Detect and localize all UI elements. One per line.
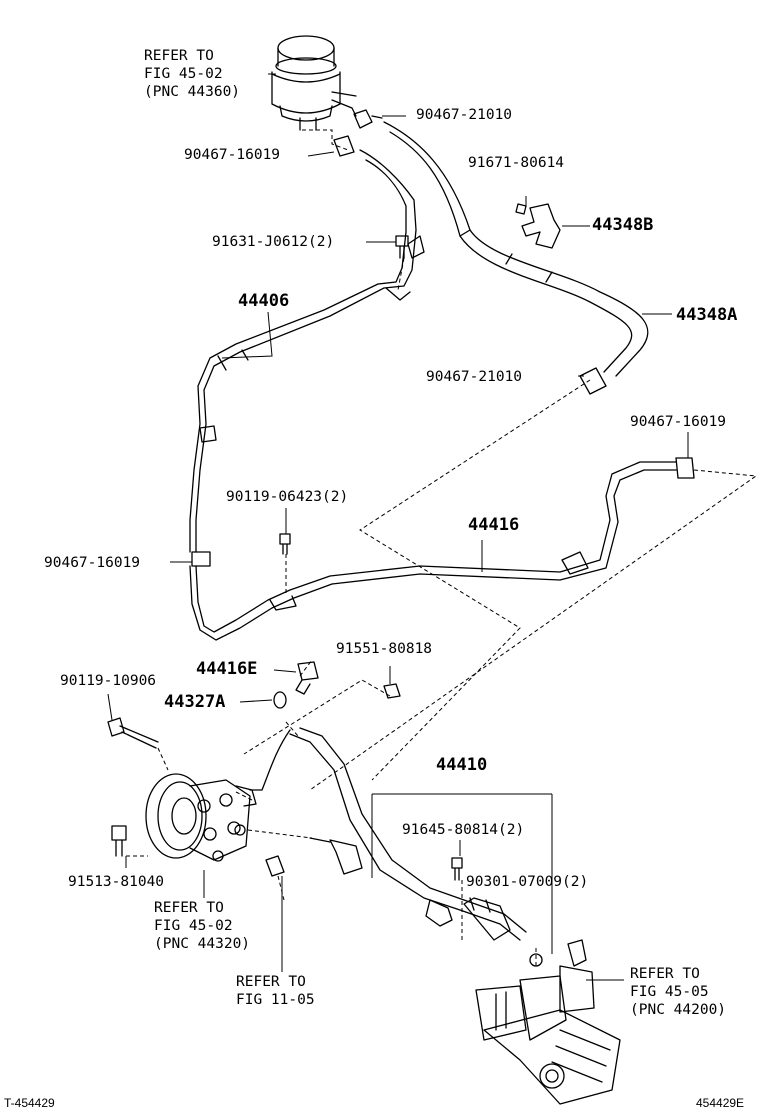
- bolt-91551-80818: [383, 683, 401, 699]
- ref-pump-line1: REFER TO: [154, 900, 224, 916]
- ref-reservoir-line3: (PNC 44360): [144, 84, 241, 100]
- bolt-91645-80814: [451, 857, 463, 881]
- ref-pump-line3: (PNC 44320): [154, 936, 251, 952]
- illustration-id-right: 454429E: [696, 1096, 745, 1110]
- part-label-90301-07009: 90301-07009(2): [466, 874, 589, 890]
- bolt-91631-J0612: [395, 235, 409, 259]
- part-label-44410: 44410: [436, 755, 488, 775]
- part-label-91551-80818: 91551-80818: [336, 641, 433, 657]
- power-steering-pump: [145, 773, 257, 862]
- part-label-44327A: 44327A: [164, 692, 226, 712]
- part-label-44416: 44416: [468, 515, 520, 535]
- part-label-44416E: 44416E: [196, 659, 258, 679]
- ref-reservoir-line1: REFER TO: [144, 48, 214, 64]
- steering-gear: [475, 939, 621, 1105]
- clamp-90467-16019-top: [333, 135, 355, 157]
- part-label-91631-J0612: 91631-J0612(2): [212, 234, 335, 250]
- part-label-90467-21010-top: 90467-21010: [416, 107, 513, 123]
- gasket-44327A: [273, 691, 287, 709]
- part-label-90119-10906: 90119-10906: [60, 673, 157, 689]
- ref-gear-line2: FIG 45-05: [630, 984, 709, 1000]
- part-label-90467-16019-right: 90467-16019: [630, 414, 727, 430]
- part-label-90467-21010-lower: 90467-21010: [426, 369, 523, 385]
- union-44416E: [295, 661, 319, 695]
- ref-gear-line3: (PNC 44200): [630, 1002, 727, 1018]
- clamp-90467-16019-right: [675, 457, 695, 479]
- reservoir-tank: [271, 35, 357, 131]
- ref-reservoir-line2: FIG 45-02: [144, 66, 223, 82]
- pipe-44416-lower: [189, 461, 677, 641]
- part-label-44348B: 44348B: [592, 215, 654, 235]
- part-label-44348A: 44348A: [676, 305, 738, 325]
- ref-pump-line2: FIG 45-02: [154, 918, 233, 934]
- hose-44406: [189, 149, 425, 553]
- clamp-90467-21010-top: [353, 109, 383, 129]
- pump-fitting: [265, 855, 285, 877]
- bracket-44348B: [515, 203, 561, 249]
- part-label-91671-80614: 91671-80614: [468, 155, 565, 171]
- part-label-90119-06423: 90119-06423(2): [226, 489, 349, 505]
- ref-fig1105-line2: FIG 11-05: [236, 992, 315, 1008]
- bolt-90119-10906: [107, 717, 159, 749]
- part-label-44406: 44406: [238, 291, 290, 311]
- illustration-id-left: T-454429: [4, 1096, 55, 1110]
- bolt-90119-06423: [279, 533, 291, 555]
- part-label-90467-16019-top: 90467-16019: [184, 147, 281, 163]
- part-label-91513-81040: 91513-81040: [68, 874, 165, 890]
- part-label-90467-16019-left: 90467-16019: [44, 555, 141, 571]
- hose-44348A: [383, 121, 649, 377]
- ref-fig1105-line1: REFER TO: [236, 974, 306, 990]
- clamp-90467-16019-left: [191, 551, 211, 567]
- ref-gear-line1: REFER TO: [630, 966, 700, 982]
- part-label-91645-80814: 91645-80814(2): [402, 822, 525, 838]
- bolt-91513-81040: [111, 825, 127, 857]
- hose-44410: [249, 727, 527, 941]
- clamp-90467-21010-lower: [579, 367, 607, 395]
